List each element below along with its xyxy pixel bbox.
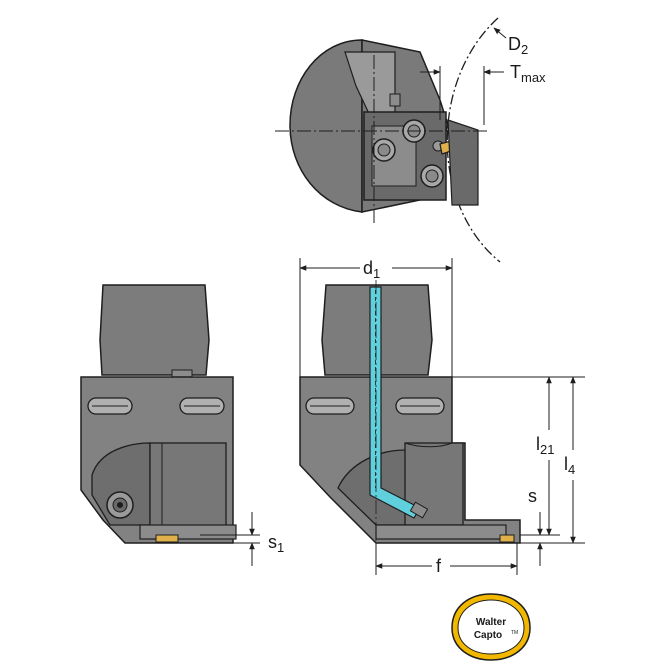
left-insert — [155, 534, 179, 543]
logo-tm: TM — [511, 630, 518, 636]
label-s1: s1 — [268, 532, 284, 555]
label-d2: D2 — [508, 34, 528, 57]
label-l21: l21 — [536, 434, 554, 457]
label-f: f — [436, 556, 442, 576]
label-d1: d1 — [363, 258, 380, 281]
left-view — [80, 284, 260, 566]
front-insert — [499, 534, 515, 543]
front-view — [299, 258, 585, 575]
logo-line2: Capto — [474, 630, 502, 641]
walter-capto-logo: Walter Capto TM — [451, 593, 531, 661]
label-tmax: Tmax — [510, 62, 546, 85]
d2-arc — [446, 17, 501, 263]
label-l4: l4 — [564, 454, 575, 477]
logo-line1: Walter — [476, 617, 506, 628]
left-shank — [99, 284, 210, 376]
top-view — [275, 17, 507, 263]
top-coupling-body — [289, 39, 363, 213]
label-s: s — [528, 486, 537, 506]
